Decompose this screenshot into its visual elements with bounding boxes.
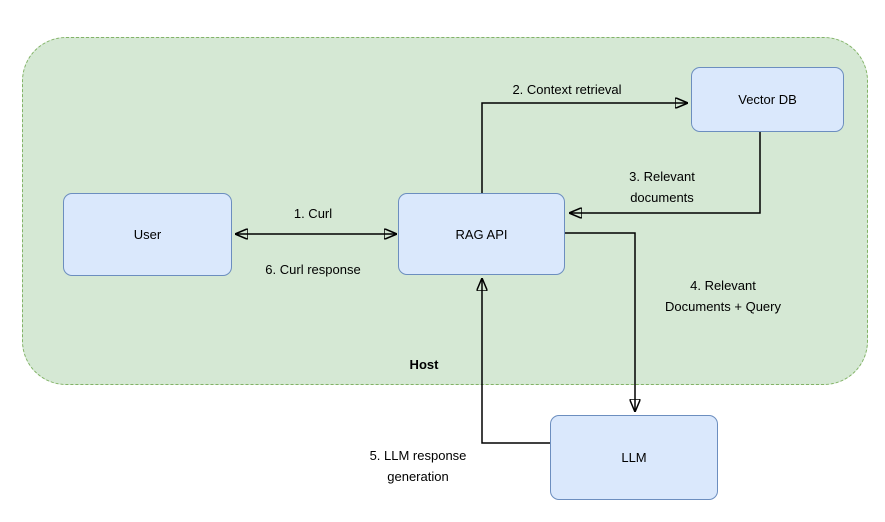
node-llm: LLM xyxy=(550,415,718,500)
node-llm-label: LLM xyxy=(621,450,647,465)
node-rag-api-label: RAG API xyxy=(455,226,508,242)
edge-label-relevant-documents: 3. Relevant documents xyxy=(629,169,695,205)
node-user: User xyxy=(63,193,232,276)
edge-label-llm-response-generation: 5. LLM response generation xyxy=(369,448,467,484)
node-user-label: User xyxy=(133,227,162,242)
node-vector-db-label: Vector DB xyxy=(738,92,797,107)
node-rag-api: RAG API xyxy=(398,193,565,275)
node-vector-db: Vector DB xyxy=(691,67,844,132)
edge-label-relevant-documents-query: 4. Relevant Documents + Query xyxy=(665,278,781,314)
edge-label-curl: 1. Curl xyxy=(293,206,333,221)
edge-label-context-retrieval: 2. Context retrieval xyxy=(512,82,622,97)
edge-label-curl-response: 6. Curl response xyxy=(265,262,361,277)
host-label: Host xyxy=(409,357,439,372)
